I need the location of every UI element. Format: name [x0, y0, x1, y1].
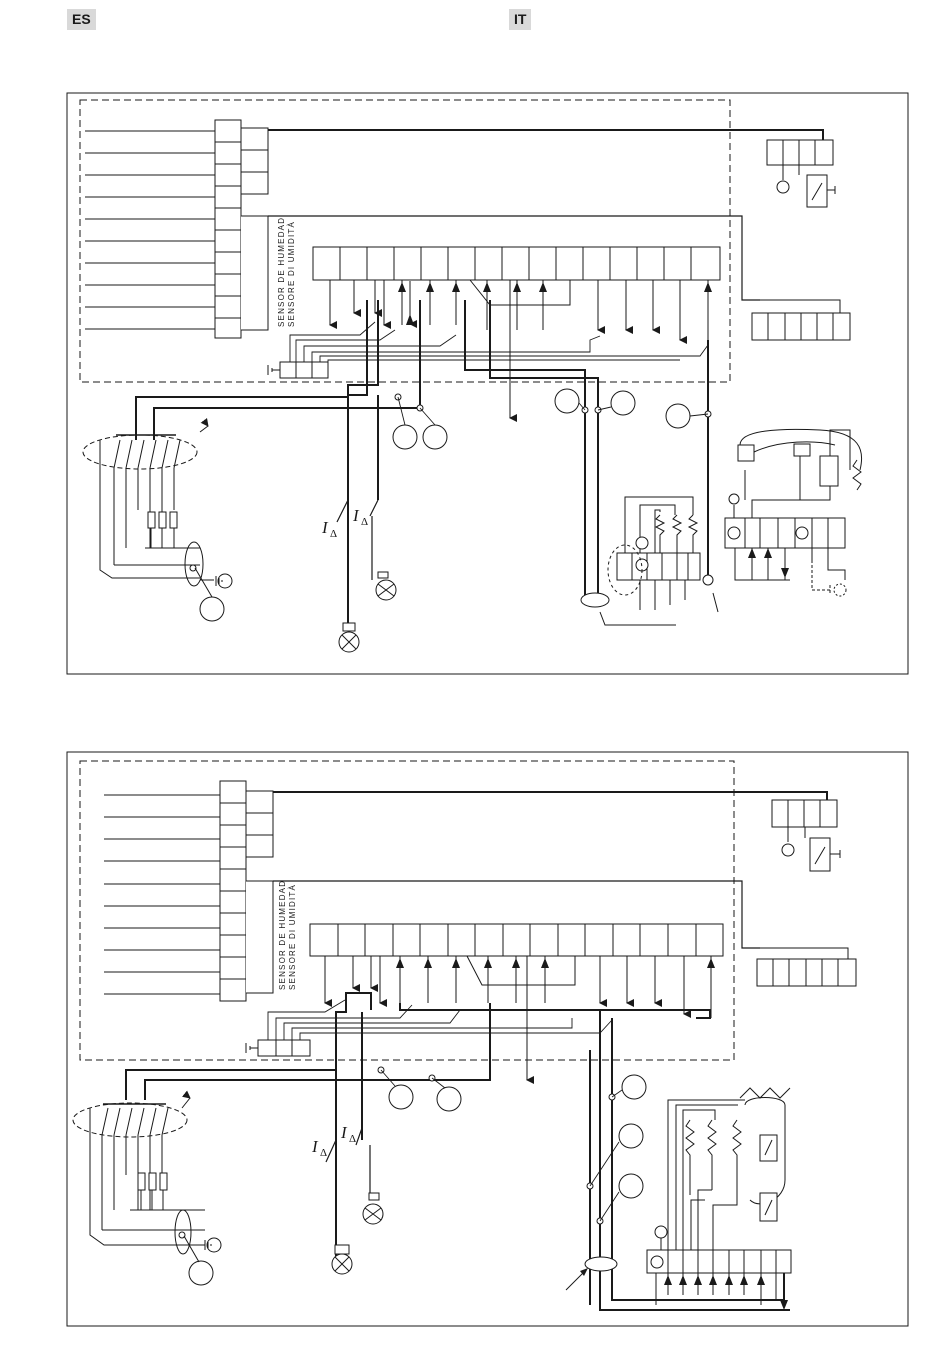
controller-terminal-row [313, 247, 720, 280]
main-switch [83, 426, 232, 597]
wiring-diagram-2: SENSOR DE HUMEDAD SENSORE DI UMIDITÀ [0, 748, 950, 1333]
input-arrows [396, 958, 715, 968]
rcd-delta-1: Δ [320, 1147, 327, 1159]
humidifier-block [725, 429, 862, 596]
sensor-label-it: SENSORE DI UMIDITÀ [287, 221, 296, 327]
rcd-label-2: I [352, 506, 360, 525]
sensor-leads [398, 397, 708, 425]
rcd-delta-2: Δ [361, 516, 368, 528]
earth-terminal-block [268, 362, 328, 378]
rcd-label-2: I [340, 1123, 348, 1142]
rcd-label-1: I [321, 518, 329, 537]
top-bus-wire [273, 792, 827, 800]
sensor-circles [190, 389, 711, 621]
internal-harness [268, 1000, 612, 1040]
lamp-icon [777, 181, 789, 193]
fan-icon [363, 1193, 383, 1224]
internal-harness [290, 322, 708, 362]
main-switch [73, 1098, 221, 1262]
language-tag-es: ES [67, 9, 96, 30]
controller-terminal-row [310, 924, 723, 956]
top-right-connector [772, 800, 840, 871]
rcd-delta-2: Δ [349, 1133, 356, 1145]
sensor-label-it: SENSORE DI UMIDITÀ [288, 884, 297, 990]
top-right-connector [767, 140, 835, 207]
rcd-switches [326, 1128, 370, 1245]
sensor-label: SENSOR DE HUMEDAD SENSORE DI UMIDITÀ [278, 880, 297, 990]
diagram-frame [67, 752, 908, 1326]
input-wires [104, 795, 220, 994]
heater-terminal-block [581, 497, 718, 625]
lamp-icon-bottom [332, 1245, 352, 1274]
main-terminal-block [215, 120, 268, 338]
control-board-boundary [80, 761, 734, 1060]
lamp-icon-bottom [339, 623, 359, 652]
sensor-label: SENSOR DE HUMEDAD SENSORE DI UMIDITÀ [277, 217, 296, 327]
sensor-label-es: SENSOR DE HUMEDAD [278, 880, 287, 990]
wiring-diagram-1: SENSOR DE HUMEDAD SENSORE DI UMIDITÀ [0, 90, 950, 680]
sensor-circles [179, 1067, 646, 1285]
sensor-label-es: SENSOR DE HUMEDAD [277, 217, 286, 327]
sensor-leads [381, 1070, 622, 1221]
right-connector-strip [757, 948, 856, 986]
fan-icon [376, 572, 396, 600]
controller-outputs [330, 280, 708, 418]
top-bus-wire [268, 130, 823, 140]
input-wires [85, 131, 215, 329]
rcd-label-1: I [311, 1137, 319, 1156]
language-tag-it: IT [509, 9, 531, 30]
main-terminal-block [220, 781, 273, 1001]
input-arrows [398, 282, 712, 325]
switch-icon [810, 838, 830, 871]
lamp-icon [782, 844, 794, 856]
diagram-frame [67, 93, 908, 674]
earth-terminal-block [246, 1040, 310, 1056]
right-connector-strip [752, 300, 850, 340]
rcd-delta-1: Δ [330, 528, 337, 540]
